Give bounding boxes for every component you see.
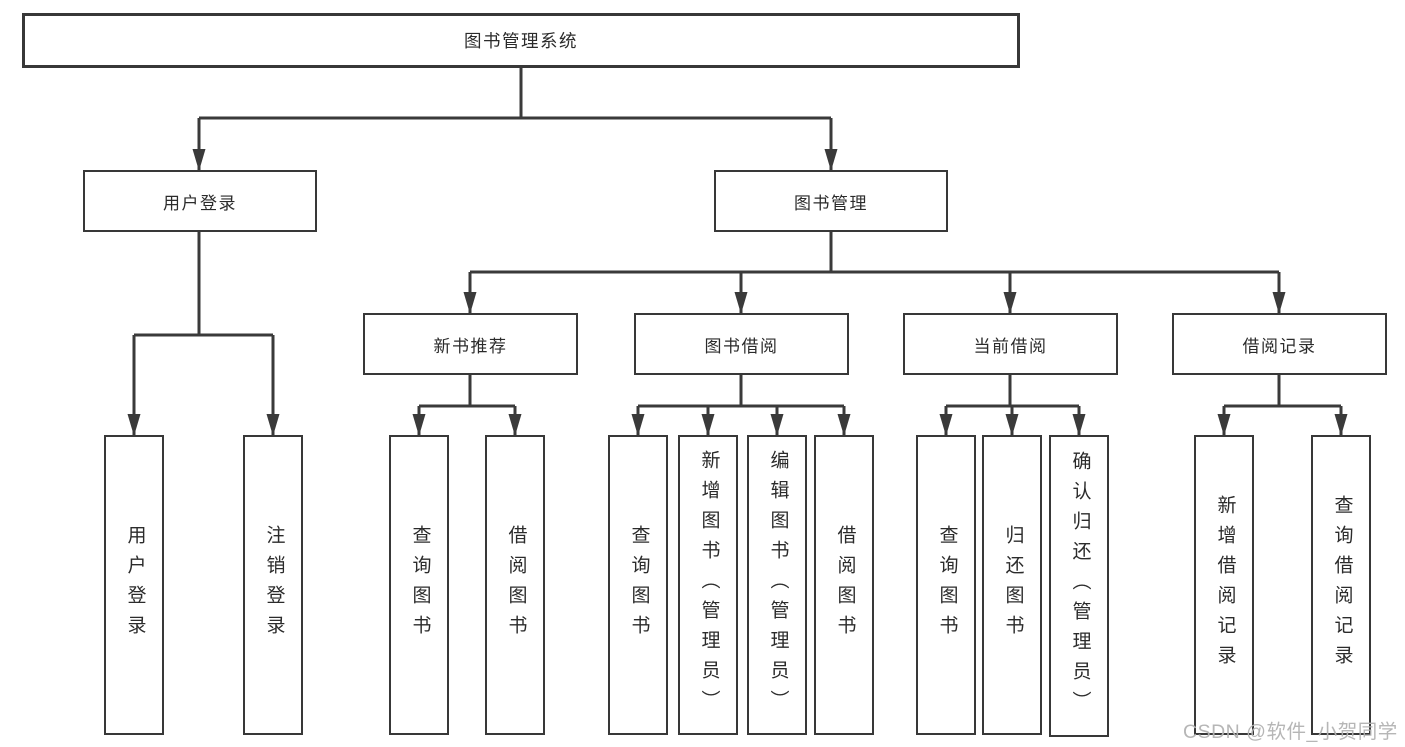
leaf-label: 借阅图书 [505,525,527,645]
csdn-watermark: CSDN @软件_小贺同学 [1183,721,1398,743]
leaf-label: 查询图书 [409,525,431,645]
leaf-label: 用户登录 [124,525,146,645]
node-user-login: 用户登录 [83,170,317,232]
node-book-management: 图书管理 [714,170,948,232]
leaf-label: 查询图书 [628,525,650,645]
leaf-borrow-books: 借阅图书 [814,435,874,735]
leaf-label: 查询借阅记录 [1331,495,1353,675]
leaf-add-books-admin: 新增图书（管理员） [678,435,738,735]
arrowheads [127,149,1348,436]
leaf-logout: 注销登录 [243,435,303,735]
leaf-label: 确认归还（管理员） [1069,451,1091,721]
node-borrow-records: 借阅记录 [1172,313,1387,375]
leaf-borrow-books-recommend: 借阅图书 [485,435,545,735]
leaf-return-books: 归还图书 [982,435,1042,735]
leaf-query-books-recommend: 查询图书 [389,435,449,735]
leaf-query-books-current: 查询图书 [916,435,976,735]
leaf-label: 借阅图书 [834,525,856,645]
node-new-book-recommend: 新书推荐 [363,313,578,375]
leaf-label: 编辑图书（管理员） [767,450,789,720]
node-library-management-system: 图书管理系统 [22,13,1020,68]
node-book-borrow: 图书借阅 [634,313,849,375]
leaf-label: 新增图书（管理员） [698,450,720,720]
leaf-label: 新增借阅记录 [1214,495,1236,675]
leaf-label: 查询图书 [936,525,958,645]
leaf-label: 归还图书 [1002,525,1024,645]
leaf-add-borrow-record: 新增借阅记录 [1194,435,1254,735]
leaf-edit-books-admin: 编辑图书（管理员） [747,435,807,735]
leaf-query-borrow-record: 查询借阅记录 [1311,435,1371,735]
leaf-user-login: 用户登录 [104,435,164,735]
node-current-borrow: 当前借阅 [903,313,1118,375]
leaf-label: 注销登录 [263,525,285,645]
leaf-confirm-return-admin: 确认归还（管理员） [1049,435,1109,737]
leaf-query-books-borrow: 查询图书 [608,435,668,735]
